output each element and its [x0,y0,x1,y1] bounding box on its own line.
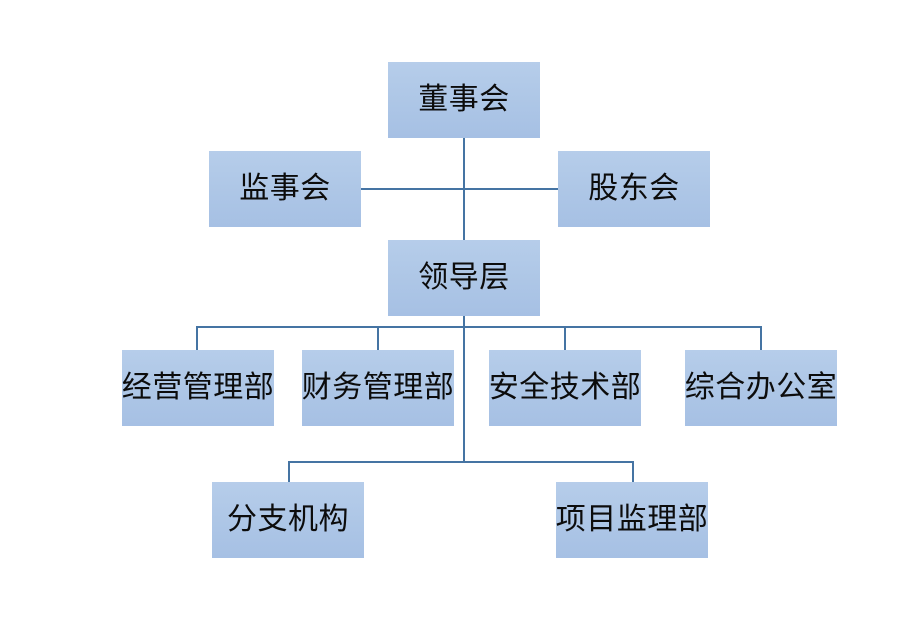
node-finance-management-dept[interactable]: 财务管理部 [302,350,454,426]
node-safety-technology-dept[interactable]: 安全技术部 [489,350,641,426]
node-branch-institutions[interactable]: 分支机构 [212,482,364,558]
node-business-management-dept[interactable]: 经营管理部 [122,350,274,426]
node-project-supervision-dept[interactable]: 项目监理部 [556,482,708,558]
node-label-leadership: 领导层 [418,260,510,295]
node-label-safety-technology-dept: 安全技术部 [488,370,642,405]
node-label-business-management-dept: 经营管理部 [121,370,275,405]
connector-drop-business-management [196,326,198,350]
connector-drop-finance-management [377,326,379,350]
connector-departments-bus [196,326,761,328]
connector-drop-branch-institutions [288,461,290,482]
node-label-shareholders-meeting: 股东会 [588,171,680,206]
connector-leadership-down-trunk [463,316,465,463]
node-leadership[interactable]: 领导层 [388,240,540,316]
node-general-office[interactable]: 综合办公室 [685,350,837,426]
node-shareholders-meeting[interactable]: 股东会 [558,151,710,227]
connector-drop-general-office [760,326,762,350]
connector-drop-project-supervision [632,461,634,482]
connector-drop-safety-technology [564,326,566,350]
node-board-of-directors[interactable]: 董事会 [388,62,540,138]
node-label-general-office: 综合办公室 [684,370,838,405]
connector-supervisors-to-shareholders-crossbar [361,188,558,190]
node-label-project-supervision-dept: 项目监理部 [555,502,709,537]
connector-lower-bus [288,461,634,463]
node-label-board-of-directors: 董事会 [418,82,510,117]
node-label-finance-management-dept: 财务管理部 [301,370,455,405]
node-label-branch-institutions: 分支机构 [227,502,349,537]
node-board-of-supervisors[interactable]: 监事会 [209,151,361,227]
node-label-board-of-supervisors: 监事会 [239,171,331,206]
